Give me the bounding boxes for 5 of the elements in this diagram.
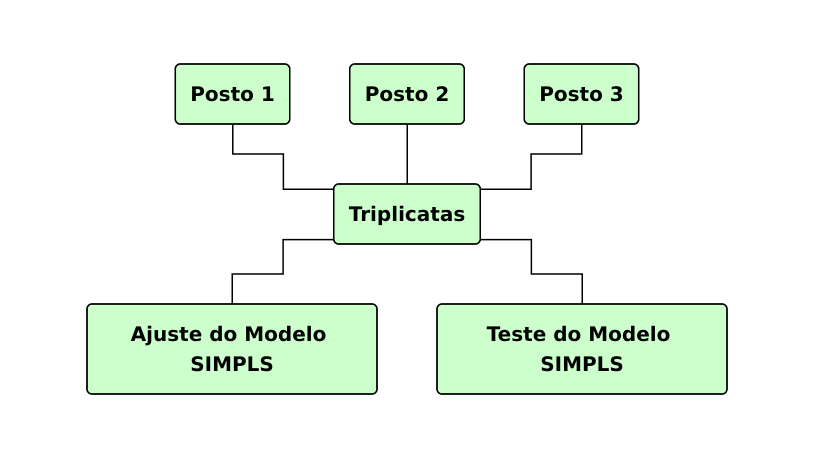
connector bbox=[480, 238, 583, 305]
connector bbox=[406, 123, 408, 185]
connector bbox=[232, 123, 334, 190]
connector bbox=[480, 123, 582, 190]
connector bbox=[231, 238, 334, 305]
